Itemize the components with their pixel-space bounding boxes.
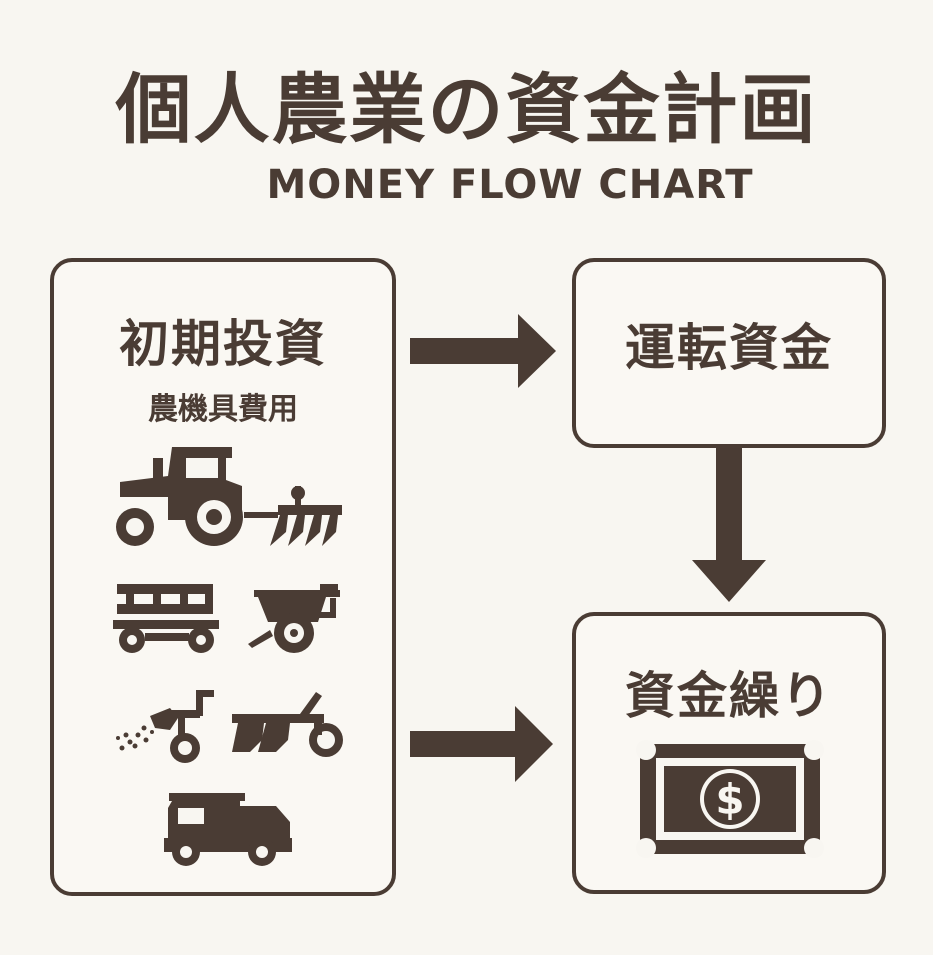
machinery-cost-label: 農機具費用 bbox=[148, 392, 298, 427]
cash-flow-label: 資金繰り bbox=[625, 667, 833, 725]
page-subtitle: MONEY FLOW CHART bbox=[266, 162, 754, 208]
initial-investment-box: 初期投資 農機具費用 bbox=[50, 258, 396, 896]
initial-investment-label: 初期投資 bbox=[119, 315, 327, 373]
svg-text:$: $ bbox=[715, 775, 744, 824]
operating-capital-label: 運転資金 bbox=[625, 319, 833, 377]
page-title: 個人農業の資金計画 bbox=[115, 65, 818, 154]
operating-capital-box: 運転資金 bbox=[572, 258, 886, 448]
